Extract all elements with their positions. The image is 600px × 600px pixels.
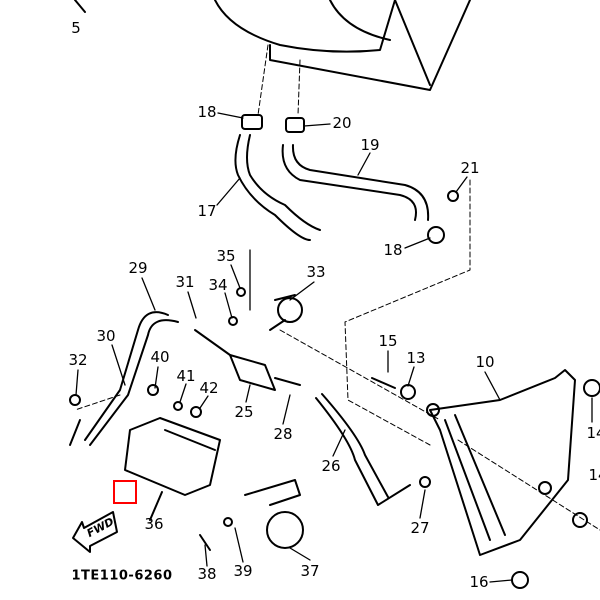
callout-40: 40 — [150, 348, 170, 366]
callout-29: 29 — [128, 259, 148, 277]
fwd-arrow — [72, 511, 118, 553]
callout-leaders — [75, 112, 593, 583]
callout-14: 14 — [586, 424, 600, 442]
hose-19 — [281, 144, 430, 221]
callout-32: 32 — [68, 351, 88, 369]
callout-15: 15 — [378, 332, 398, 350]
hose-26 — [315, 393, 411, 506]
callout-21: 21 — [460, 159, 480, 177]
callout-31: 31 — [175, 273, 195, 291]
callout-36: 36 — [144, 515, 164, 533]
callout-28: 28 — [273, 425, 293, 443]
callout-35: 35 — [216, 247, 236, 265]
callout-13: 13 — [406, 349, 426, 367]
callout-18b: 18 — [383, 241, 403, 259]
callout-25: 25 — [234, 403, 254, 421]
callout-38: 38 — [197, 565, 217, 583]
callout-41: 41 — [176, 367, 196, 385]
callout-14b: 14 — [588, 466, 600, 484]
callout-42: 42 — [199, 379, 219, 397]
callout-17: 17 — [197, 202, 217, 220]
callout-20: 20 — [332, 114, 352, 132]
fuel-filter-25 — [194, 329, 301, 391]
callout-16: 16 — [469, 573, 489, 591]
bracket-36 — [124, 417, 221, 521]
diagram-code: 1TE110-6260 — [71, 568, 173, 584]
highlight-marker — [113, 480, 137, 504]
callout-5: 5 — [71, 19, 81, 37]
callout-30: 30 — [96, 327, 116, 345]
clamps — [241, 114, 459, 323]
hose-29-30 — [69, 311, 179, 446]
canister-10 — [371, 369, 600, 589]
hose-17 — [234, 134, 321, 241]
callout-10: 10 — [475, 353, 495, 371]
callout-39: 39 — [233, 562, 253, 580]
callout-27: 27 — [410, 519, 430, 537]
fuel-tank-outline — [74, 0, 471, 91]
small-bolts — [69, 287, 431, 488]
callout-33: 33 — [306, 263, 326, 281]
callout-18: 18 — [197, 103, 217, 121]
callout-19: 19 — [360, 136, 380, 154]
callout-26: 26 — [321, 457, 341, 475]
callout-34: 34 — [208, 276, 228, 294]
callout-37: 37 — [300, 562, 320, 580]
bracket-37 — [199, 479, 304, 551]
